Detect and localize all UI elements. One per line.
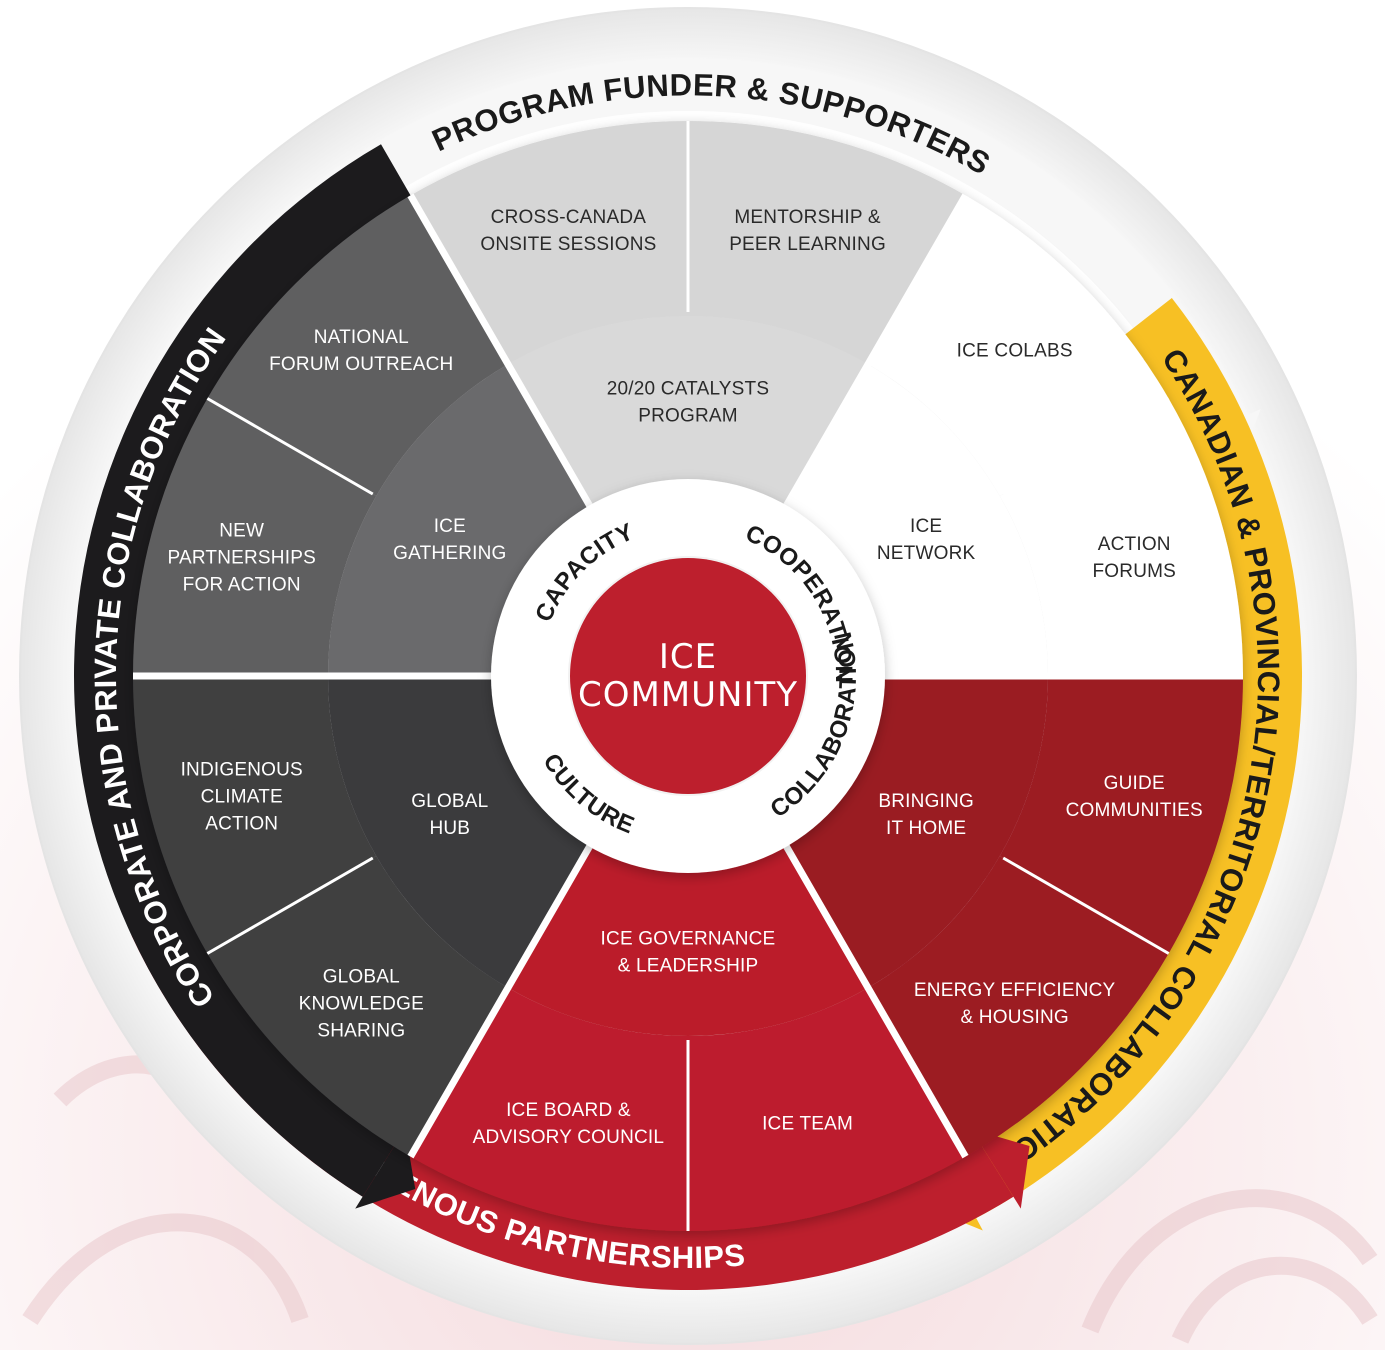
segment-national-forum-label-line-2: FORUM OUTREACH: [269, 354, 453, 375]
segment-cross-canada-label-line-2: ONSITE SESSIONS: [480, 234, 656, 255]
segment-ice-board-label-line-2: ADVISORY COUNCIL: [473, 1127, 665, 1148]
segment-ice-network-label-line-2: NETWORK: [877, 543, 976, 564]
segment-national-forum: [207, 195, 508, 496]
segment-bringing-it-home-label-line-2: IT HOME: [886, 818, 966, 839]
segment-global-hub-label-line-2: HUB: [429, 818, 470, 839]
major-divider: [779, 193, 969, 514]
segment-indigenous-climate: [133, 676, 377, 954]
segment-indigenous-climate-label-line-1: INDIGENOUS: [181, 760, 303, 781]
segment-national-forum-label-line-1: NATIONAL: [314, 327, 409, 348]
segment-governance-label-line-2: & LEADERSHIP: [618, 956, 759, 977]
segment-cross-canada-label-line-1: CROSS-CANADA: [491, 207, 647, 228]
segment-cross-canada: [410, 121, 688, 365]
segment-global-knowledge-label-line-1: GLOBAL: [323, 967, 400, 988]
segment-bringing-it-home-label-line-1: BRINGING: [878, 791, 974, 812]
center-title-line-2: COMMUNITY: [578, 675, 798, 715]
segment-new-partnerships-label-line-2: PARTNERSHIPS: [168, 547, 316, 568]
segment-ice-colabs-label-line-1: ICE COLABS: [957, 340, 1073, 361]
segment-ice-colabs: [868, 195, 1169, 496]
segment-new-partnerships-label-line-3: FOR ACTION: [183, 574, 301, 595]
segment-indigenous-climate-label-line-2: CLIMATE: [201, 787, 283, 808]
segment-energy-efficiency-label-line-1: ENERGY EFFICIENCY: [914, 980, 1116, 1001]
segment-mentorship: [688, 121, 966, 365]
segment-catalysts-label-line-2: PROGRAM: [638, 406, 738, 427]
major-divider: [407, 838, 597, 1159]
minor-divider: [1002, 856, 1170, 955]
segment-action-forums-label-line-2: FORUMS: [1092, 561, 1176, 582]
segment-ice-board-label-line-1: ICE BOARD &: [506, 1100, 631, 1121]
segment-energy-efficiency: [868, 856, 1169, 1157]
segment-global-knowledge: [207, 856, 508, 1157]
top-arrow-band: [152, 57, 1249, 438]
segment-ice-team-label-line-1: ICE TEAM: [762, 1113, 853, 1134]
segment-indigenous-climate-label-line-3: ACTION: [205, 814, 278, 835]
minor-divider: [1002, 397, 1170, 496]
left-arrow-band: [73, 144, 415, 1197]
segment-ice-board: [410, 987, 688, 1231]
segment-mentorship-label-line-2: PEER LEARNING: [729, 234, 886, 255]
segment-governance-label-line-1: ICE GOVERNANCE: [601, 929, 776, 950]
major-divider: [407, 193, 597, 514]
segment-bringing-it-home: [783, 676, 1048, 988]
segment-new-partnerships: [133, 398, 377, 676]
right-arrow-band: [945, 297, 1303, 1219]
segment-ice-network: [783, 364, 1048, 676]
segment-guide-communities: [999, 676, 1243, 954]
center-circle: [570, 558, 806, 794]
segment-governance: [508, 840, 868, 1036]
segment-action-forums: [999, 398, 1243, 676]
segment-ice-gathering-label-line-2: GATHERING: [393, 543, 506, 564]
major-divider: [779, 838, 969, 1159]
minor-divider: [206, 856, 374, 955]
minor-divider: [206, 397, 374, 496]
segment-ice-network-label-line-1: ICE: [910, 516, 942, 537]
segment-guide-communities-label-line-2: COMMUNITIES: [1066, 800, 1203, 821]
segment-ice-gathering-label-line-1: ICE: [434, 516, 466, 537]
segment-guide-communities-label-line-1: GUIDE: [1104, 773, 1165, 794]
segment-catalysts-label-line-1: 20/20 CATALYSTS: [607, 379, 769, 400]
segment-energy-efficiency-label-line-2: & HOUSING: [960, 1007, 1068, 1028]
segment-mentorship-label-line-1: MENTORSHIP &: [734, 207, 880, 228]
segment-new-partnerships-label-line-1: NEW: [219, 520, 264, 541]
segment-global-hub: [328, 676, 593, 988]
segment-ice-gathering: [328, 364, 593, 676]
segment-action-forums-label-line-1: ACTION: [1098, 534, 1171, 555]
segment-global-hub-label-line-1: GLOBAL: [411, 791, 488, 812]
segment-global-knowledge-label-line-3: SHARING: [317, 1021, 405, 1042]
segment-ice-team: [688, 987, 966, 1231]
bottom-arrow-head: [970, 1128, 1030, 1209]
segment-global-knowledge-label-line-2: KNOWLEDGE: [299, 994, 424, 1015]
center-title-line-1: ICE: [659, 637, 717, 677]
segment-catalysts: [508, 315, 868, 512]
